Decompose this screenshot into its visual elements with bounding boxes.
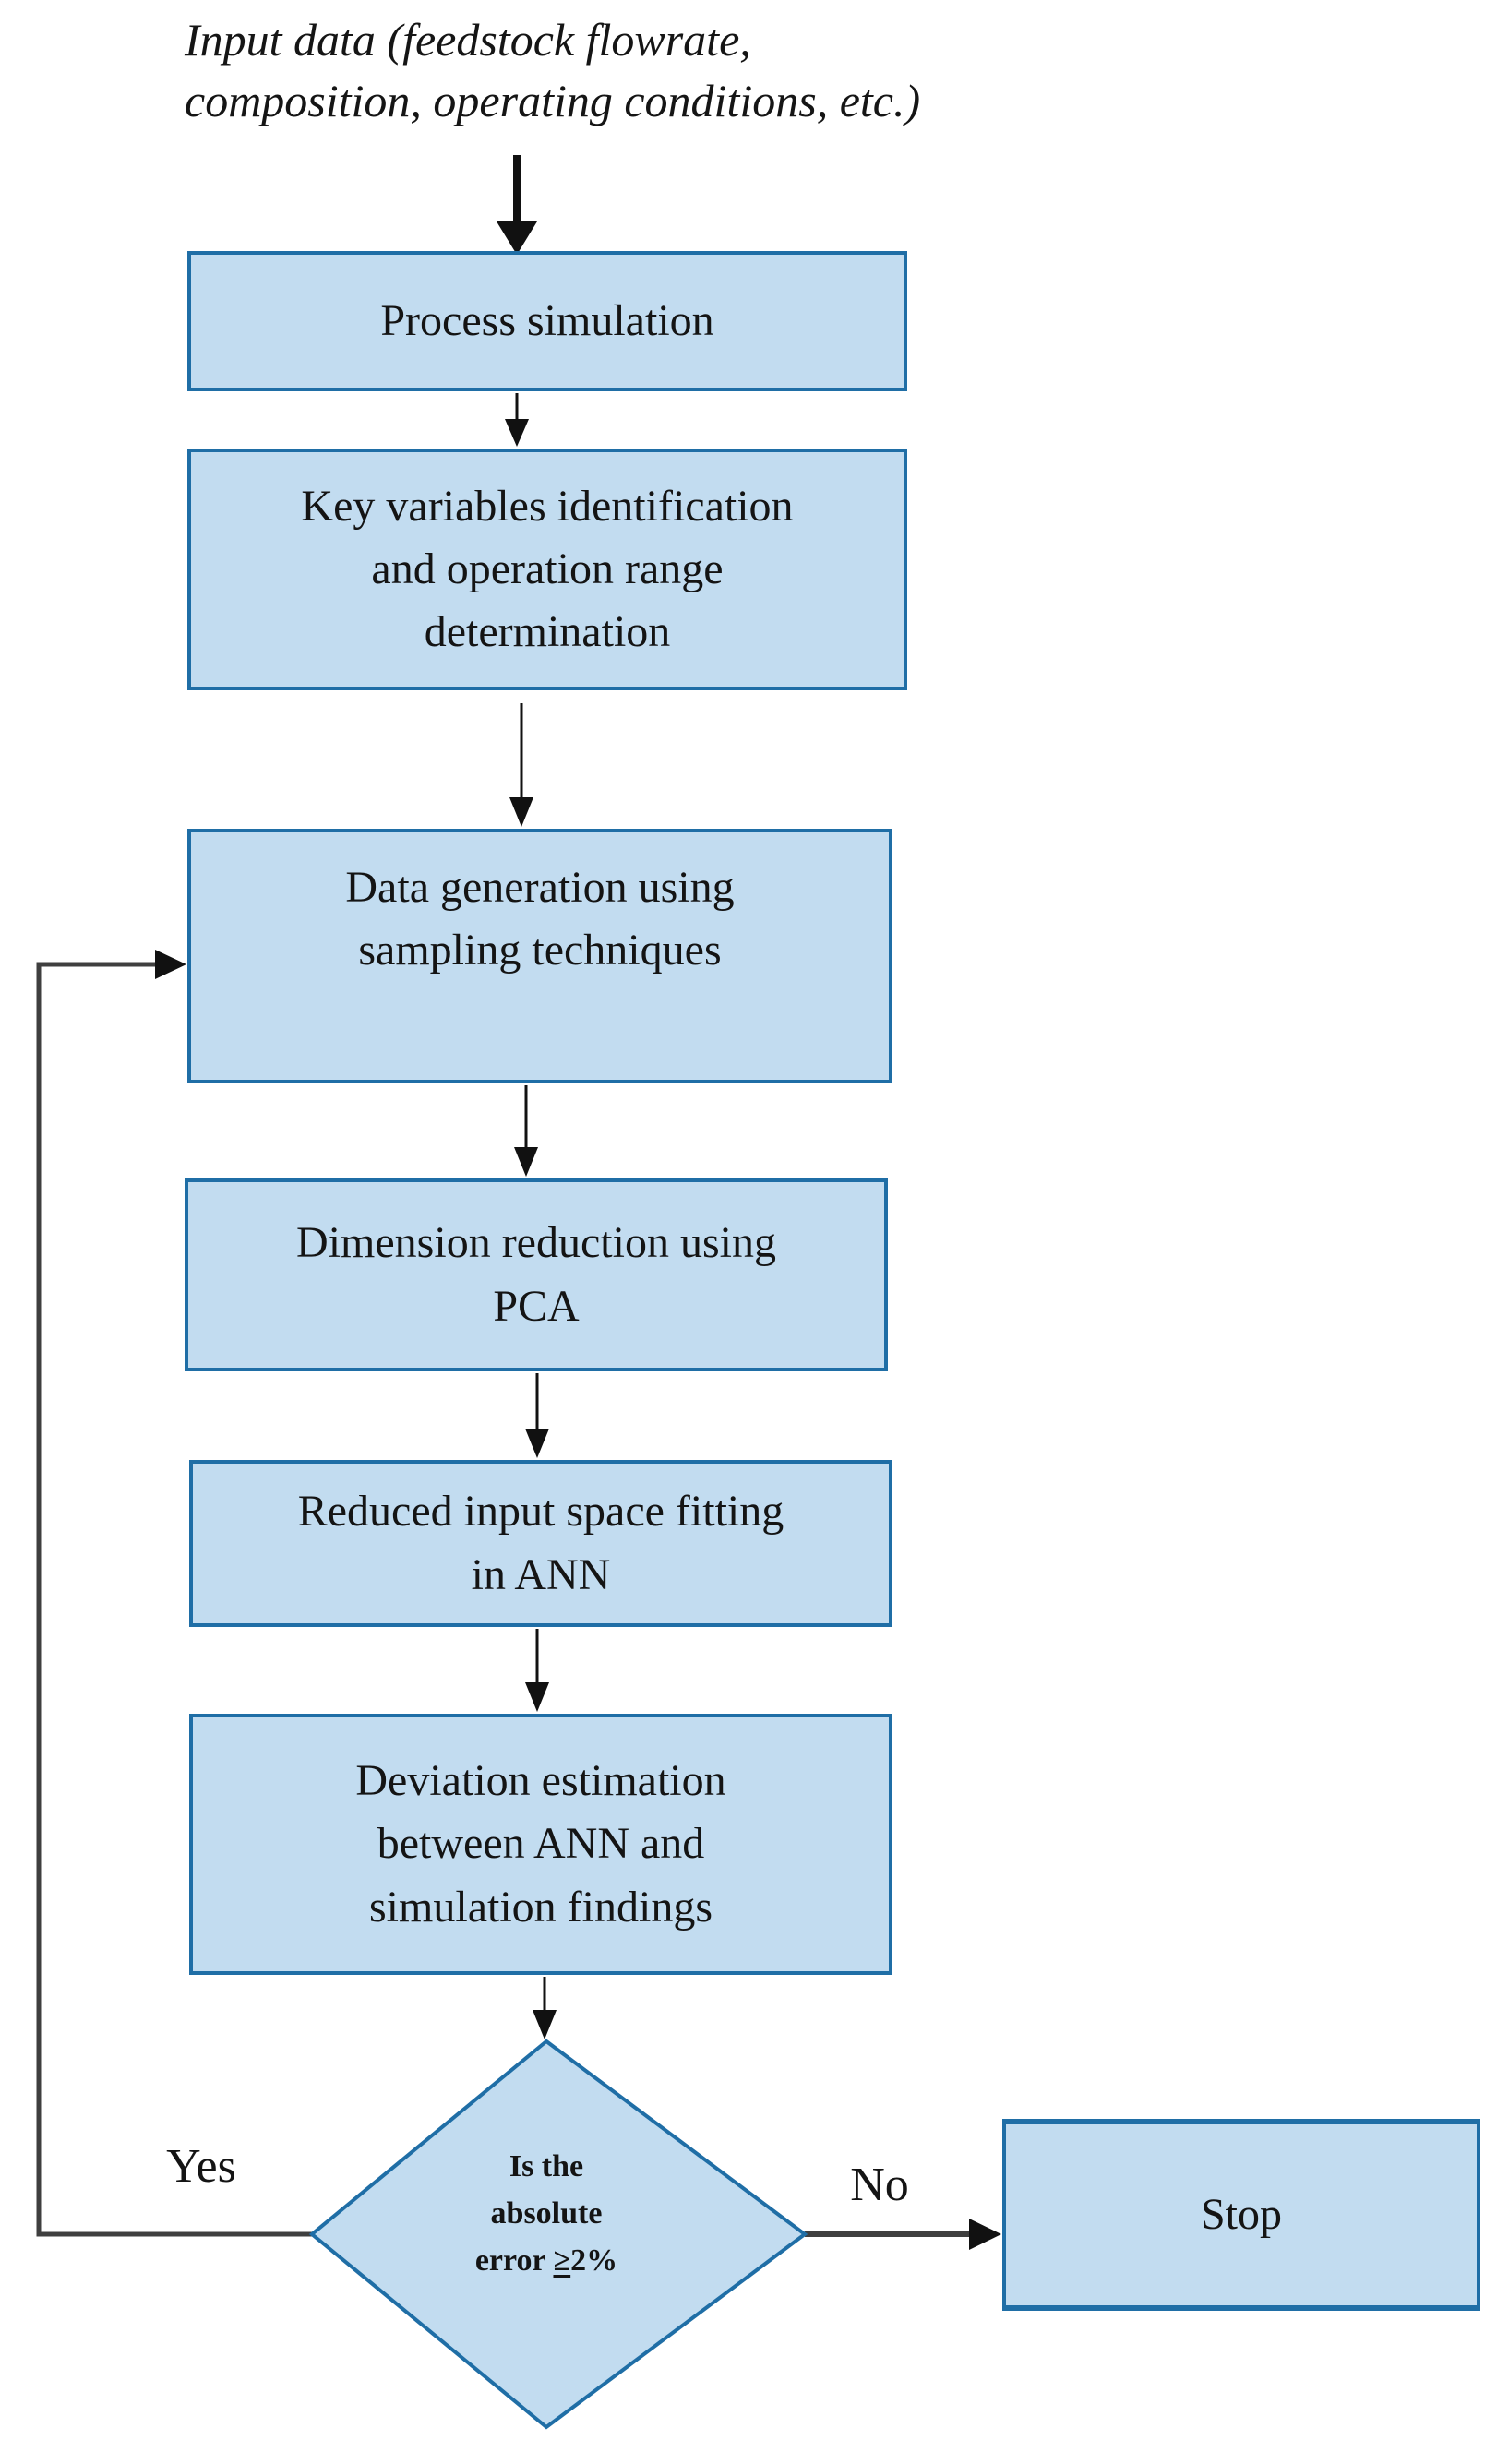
node-label: Dimension reduction using PCA xyxy=(296,1218,776,1331)
node-label: Deviation estimation between ANN and sim… xyxy=(355,1756,726,1932)
node-reduced-input-ann: Reduced input space fitting in ANN xyxy=(189,1460,892,1627)
no-connector xyxy=(805,2219,1001,2250)
arrow-process-to-keyvars xyxy=(505,393,529,447)
yes-label: Yes xyxy=(166,2140,236,2193)
node-dimension-reduction: Dimension reduction using PCA xyxy=(185,1178,888,1371)
node-label: Key variables identification and operati… xyxy=(301,481,794,657)
node-stop: Stop xyxy=(1002,2119,1480,2311)
arrow-keyvars-to-datagen xyxy=(509,703,533,827)
node-label: Data generation using sampling technique… xyxy=(345,862,735,975)
arrow-pca-to-ann xyxy=(525,1373,549,1458)
arrow-input-to-process xyxy=(497,155,537,255)
decision-label: Is the absolute error ≥2% xyxy=(408,2143,685,2284)
no-label: No xyxy=(850,2159,909,2211)
node-data-generation: Data generation using sampling technique… xyxy=(187,829,892,1083)
node-deviation-estimation: Deviation estimation between ANN and sim… xyxy=(189,1714,892,1975)
geq-operator: ≥ xyxy=(553,2243,571,2278)
decision-line2: absolute xyxy=(490,2196,603,2231)
arrow-datagen-to-pca xyxy=(514,1085,538,1177)
node-key-variables: Key variables identification and operati… xyxy=(187,449,907,690)
node-label: Reduced input space fitting in ANN xyxy=(297,1487,784,1599)
node-process-simulation: Process simulation xyxy=(187,251,907,391)
arrow-deviation-to-decision xyxy=(533,1977,557,2039)
decision-line3-prefix: error xyxy=(474,2243,554,2278)
decision-value: 2% xyxy=(570,2243,618,2278)
decision-line1: Is the xyxy=(509,2149,584,2183)
node-label: Stop xyxy=(1200,2189,1283,2239)
node-label: Process simulation xyxy=(380,295,714,345)
arrow-ann-to-deviation xyxy=(525,1629,549,1712)
input-data-caption: Input data (feedstock flowrate, composit… xyxy=(185,14,921,126)
